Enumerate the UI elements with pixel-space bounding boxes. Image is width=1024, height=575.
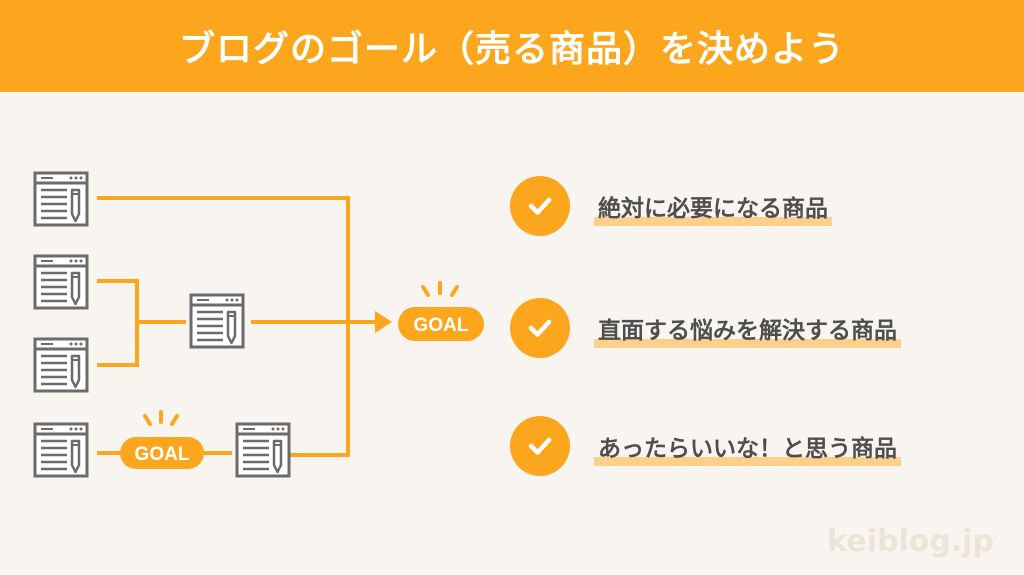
arrow-head-icon — [375, 311, 392, 333]
checklist-item: 絶対に必要になる商品 — [510, 176, 832, 236]
checkmark-icon — [510, 416, 570, 476]
document-icon — [33, 337, 89, 393]
goal-badge-small-label: GOAL — [135, 444, 190, 465]
document-icon — [235, 422, 291, 478]
watermark: keiblog.jp — [827, 524, 994, 559]
goal-badge-small: GOAL — [120, 410, 204, 469]
checkmark-icon — [510, 298, 570, 358]
page-title: ブログのゴール（売る商品）を決めよう — [178, 29, 845, 70]
goal-badge-main-label: GOAL — [414, 315, 469, 336]
document-icon — [189, 293, 245, 349]
header-banner: ブログのゴール（売る商品）を決めよう — [0, 0, 1024, 92]
goal-badge-main: GOAL — [398, 281, 484, 341]
connector-lines — [97, 196, 378, 457]
checklist-item: あったらいいな！と思う商品 — [510, 416, 901, 476]
checklist-item-text: 絶対に必要になる商品 — [594, 189, 832, 226]
document-icon — [33, 171, 89, 227]
checklist-item: 直面する悩みを解決する商品 — [510, 298, 901, 358]
checklist-item-text: あったらいいな！と思う商品 — [594, 429, 901, 466]
document-icon — [33, 422, 89, 478]
checklist-item-text: 直面する悩みを解決する商品 — [594, 311, 901, 348]
document-icon — [33, 254, 89, 310]
checkmark-icon — [510, 176, 570, 236]
